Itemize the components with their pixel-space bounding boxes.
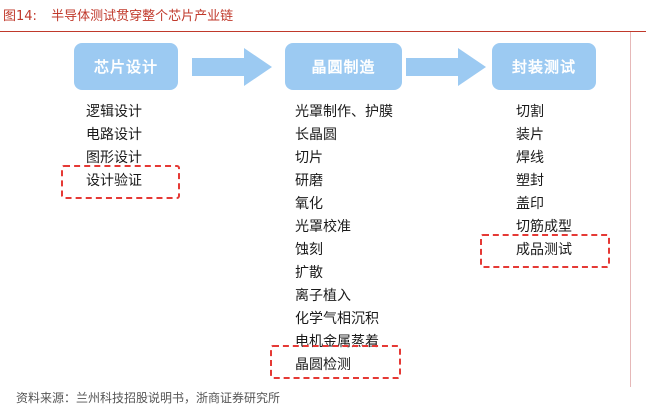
flow-arrow-right-icon xyxy=(192,48,272,86)
figure-title-text: 半导体测试贯穿整个芯片产业链 xyxy=(51,9,234,24)
step-mask-alignment: 光罩校准 xyxy=(295,219,351,235)
step-circuit-design: 电路设计 xyxy=(86,127,142,143)
right-border xyxy=(630,32,631,387)
step-etching: 蚀刻 xyxy=(295,242,323,258)
step-ion-implantation: 离子植入 xyxy=(295,288,351,304)
highlight-wafer-inspection xyxy=(270,345,401,379)
step-molding: 塑封 xyxy=(516,173,544,189)
step-diffusion: 扩散 xyxy=(295,265,323,281)
step-wire-bonding: 焊线 xyxy=(516,150,544,166)
step-cvd: 化学气相沉积 xyxy=(295,311,379,327)
step-crystal-growth: 长晶圆 xyxy=(295,127,337,143)
figure-title: 图14: 半导体测试贯穿整个芯片产业链 xyxy=(3,6,233,28)
step-mask-making: 光罩制作、护膜 xyxy=(295,104,393,120)
source-note: 资料来源：兰州科技招股说明书，浙商证券研究所 xyxy=(16,391,281,405)
step-die-attach: 装片 xyxy=(516,127,544,143)
step-wafer-inspection: 晶圆检测 xyxy=(295,357,351,373)
step-oxidation: 氧化 xyxy=(295,196,323,212)
flow-arrow-right-icon xyxy=(406,48,486,86)
stage-label: 芯片设计 xyxy=(93,58,158,76)
title-divider xyxy=(0,31,646,32)
step-design-verification: 设计验证 xyxy=(86,173,142,189)
step-dicing: 切割 xyxy=(516,104,544,120)
figure-number: 图14: xyxy=(3,9,37,24)
stage-box-chip-design: 芯片设计 xyxy=(74,43,178,90)
step-marking: 盖印 xyxy=(516,196,544,212)
stage-box-wafer-fabrication: 晶圆制造 xyxy=(285,43,402,90)
step-logic-design: 逻辑设计 xyxy=(86,104,142,120)
stage-label: 晶圆制造 xyxy=(311,58,376,76)
highlight-final-test xyxy=(480,234,610,268)
step-trim-form: 切筋成型 xyxy=(516,219,572,235)
highlight-design-verification xyxy=(61,165,180,199)
step-grinding: 研磨 xyxy=(295,173,323,189)
step-slicing: 切片 xyxy=(295,150,323,166)
stage-label: 封装测试 xyxy=(511,58,576,76)
step-layout-design: 图形设计 xyxy=(86,150,142,166)
step-final-test: 成品测试 xyxy=(516,242,572,258)
stage-box-packaging-testing: 封装测试 xyxy=(492,43,596,90)
